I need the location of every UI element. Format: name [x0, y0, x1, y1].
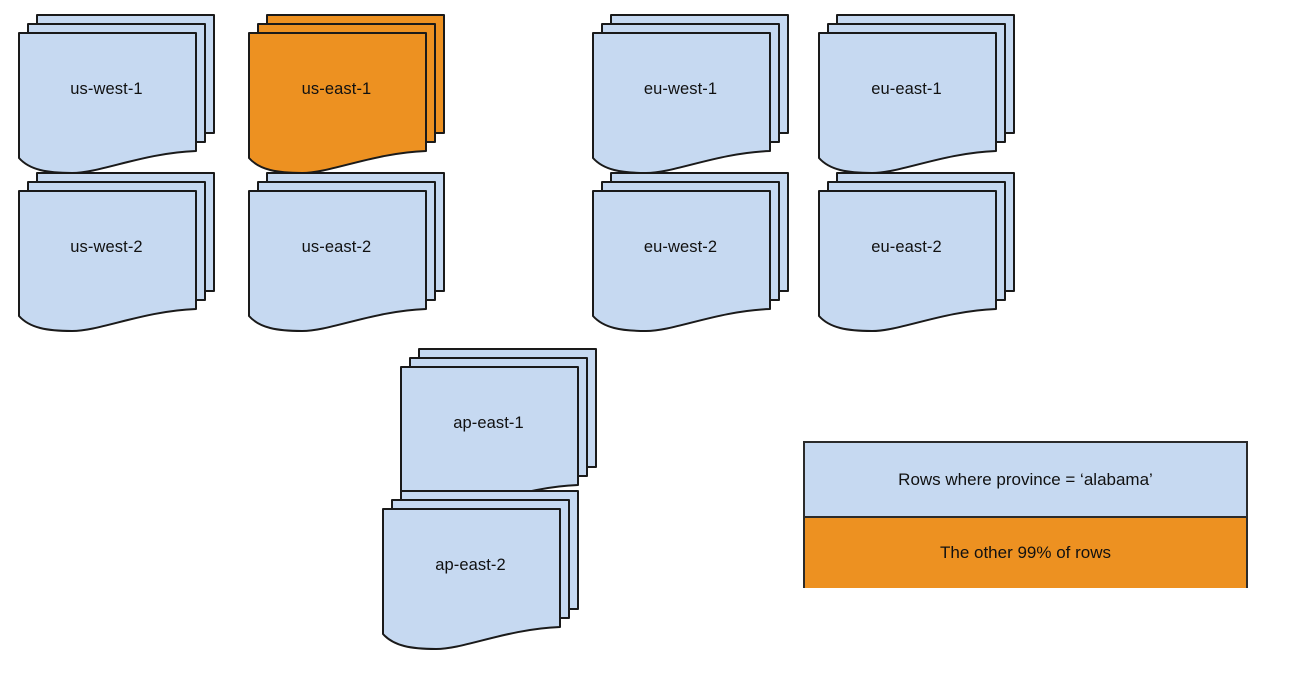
legend-orange: The other 99% of rows	[805, 518, 1246, 588]
card-front	[818, 190, 997, 332]
card-front	[248, 32, 427, 174]
region-stack-eu-west-2[interactable]: eu-west-2	[592, 172, 791, 342]
region-stack-eu-west-1[interactable]: eu-west-1	[592, 14, 791, 184]
card-front	[592, 32, 771, 174]
card-front	[382, 508, 561, 650]
region-stack-us-west-1[interactable]: us-west-1	[18, 14, 217, 184]
region-stack-eu-east-2[interactable]: eu-east-2	[818, 172, 1017, 342]
region-stack-ap-east-1[interactable]: ap-east-1	[400, 348, 599, 518]
stack-glyph	[818, 172, 1015, 332]
legend: Rows where province = ‘alabama’ The other…	[803, 441, 1248, 588]
region-stack-us-east-1[interactable]: us-east-1	[248, 14, 447, 184]
stack-glyph	[818, 14, 1015, 174]
stack-glyph	[18, 14, 215, 174]
legend-blue-text: Rows where province = ‘alabama’	[898, 469, 1153, 489]
stack-glyph	[248, 172, 445, 332]
card-front	[18, 32, 197, 174]
stack-glyph	[592, 172, 789, 332]
card-front	[592, 190, 771, 332]
stack-glyph	[400, 348, 597, 508]
stack-glyph	[592, 14, 789, 174]
legend-orange-text: The other 99% of rows	[939, 543, 1112, 562]
card-front	[400, 366, 579, 508]
legend-blue: Rows where province = ‘alabama’	[805, 443, 1246, 518]
region-stack-ap-east-2[interactable]: ap-east-2	[382, 490, 581, 660]
card-front	[18, 190, 197, 332]
region-stack-eu-east-1[interactable]: eu-east-1	[818, 14, 1017, 184]
stack-glyph	[18, 172, 215, 332]
stack-glyph	[382, 490, 579, 650]
card-front	[248, 190, 427, 332]
region-stack-us-west-2[interactable]: us-west-2	[18, 172, 217, 342]
stack-glyph	[248, 14, 445, 174]
region-stack-us-east-2[interactable]: us-east-2	[248, 172, 447, 342]
card-front	[818, 32, 997, 174]
